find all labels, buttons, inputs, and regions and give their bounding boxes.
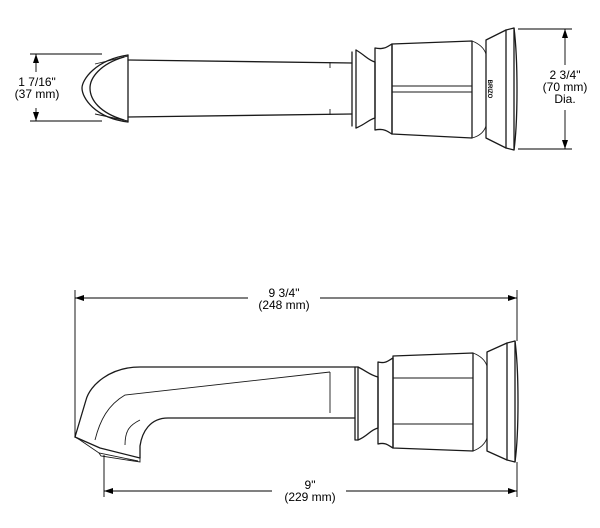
side-view-spout bbox=[74, 340, 519, 463]
top-view-spout: BRIZO bbox=[81, 27, 518, 151]
flange-diameter-suffix: Dia. bbox=[554, 92, 575, 106]
flange-diameter-imperial: 2 3/4" bbox=[550, 68, 581, 82]
brand-mark-label: BRIZO bbox=[486, 80, 492, 99]
overall-length-imperial: 9 3/4" bbox=[269, 286, 300, 300]
spout-reach-metric: (229 mm) bbox=[284, 490, 335, 504]
outlet-diameter-dimension: 1 7/16" (37 mm) bbox=[15, 53, 102, 122]
flange-diameter-dimension: 2 3/4" (70 mm) Dia. bbox=[518, 28, 588, 150]
outlet-diameter-imperial: 1 7/16" bbox=[18, 75, 56, 89]
overall-length-metric: (248 mm) bbox=[258, 298, 309, 312]
overall-length-dimension: 9 3/4" (248 mm) bbox=[74, 286, 518, 437]
spout-reach-dimension: 9" (229 mm) bbox=[103, 455, 518, 504]
outlet-diameter-metric: (37 mm) bbox=[15, 87, 60, 101]
flange-diameter-metric: (70 mm) bbox=[543, 80, 588, 94]
spout-reach-imperial: 9" bbox=[305, 478, 316, 492]
